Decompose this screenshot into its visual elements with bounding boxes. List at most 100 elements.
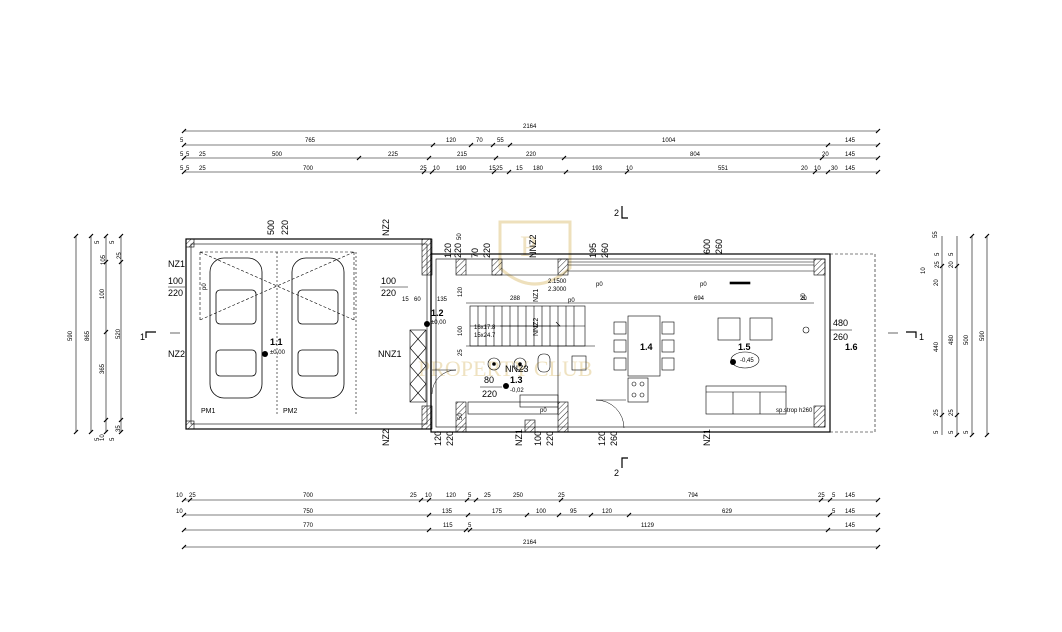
- svg-text:1.2: 1.2: [431, 308, 444, 318]
- svg-text:225: 225: [388, 152, 399, 158]
- room-1-5-marker: 1.5 -0,45: [730, 342, 754, 365]
- svg-text:220: 220: [526, 152, 537, 158]
- svg-text:10: 10: [626, 166, 633, 172]
- svg-text:5: 5: [468, 493, 472, 499]
- svg-text:55: 55: [497, 138, 504, 144]
- svg-text:100: 100: [536, 509, 547, 515]
- svg-text:700: 700: [303, 493, 314, 499]
- svg-text:25: 25: [199, 152, 206, 158]
- svg-text:20: 20: [801, 166, 808, 172]
- light-fixture: [802, 326, 810, 334]
- svg-text:175: 175: [492, 509, 503, 515]
- svg-text:5: 5: [949, 252, 955, 256]
- dim-top-row1: 5 765 120 70 55 1004 145: [180, 138, 856, 144]
- window-top-c-w: 195: [588, 243, 598, 258]
- svg-text:145: 145: [845, 493, 856, 499]
- window-top-c-h: 260: [600, 243, 610, 258]
- svg-text:215: 215: [457, 152, 468, 158]
- svg-text:750: 750: [303, 509, 314, 515]
- svg-text:500: 500: [964, 334, 970, 345]
- opening-nnz2-stair: NNZ2: [533, 318, 540, 336]
- svg-text:30: 30: [831, 166, 838, 172]
- stairs-dims-1: 16x17.8: [474, 325, 496, 331]
- window-top-a-w: 120: [443, 243, 453, 258]
- svg-text:35: 35: [116, 425, 122, 432]
- garage-door-width: 500: [266, 220, 276, 235]
- svg-text:5: 5: [934, 430, 940, 434]
- section-marker-1-left: 1: [140, 332, 145, 342]
- svg-text:520: 520: [116, 328, 122, 339]
- svg-text:5: 5: [180, 138, 184, 144]
- svg-text:5: 5: [180, 166, 184, 172]
- svg-text:1.3: 1.3: [510, 375, 523, 385]
- svg-text:1.5: 1.5: [738, 342, 751, 352]
- window-right-height: 260: [833, 332, 848, 342]
- svg-text:25: 25: [496, 166, 503, 172]
- dim-top-row3: 5 5 25 700 25 10 190 15 25 15 180 193 10…: [180, 166, 856, 172]
- car-1-icon: [209, 257, 263, 399]
- window-bot-b-h: 220: [545, 431, 555, 446]
- svg-text:1004: 1004: [662, 138, 676, 144]
- svg-text:5: 5: [186, 152, 190, 158]
- svg-text:10: 10: [176, 493, 183, 499]
- door-12-width: 100: [381, 276, 396, 286]
- svg-text:10: 10: [433, 166, 440, 172]
- room-1-2-marker: 1.2 ±0,00: [424, 308, 447, 327]
- svg-text:120: 120: [446, 493, 457, 499]
- opening-nz2-top-label: NZ2: [381, 219, 391, 236]
- dim-top-row2: 5 5 25 500 225 215 220 804 20 145: [180, 152, 856, 158]
- svg-text:25: 25: [949, 409, 955, 416]
- svg-text:10: 10: [814, 166, 821, 172]
- right-dimensions: [939, 233, 990, 438]
- section-markers: [145, 206, 917, 468]
- dim-20-right: 20: [800, 296, 807, 302]
- garage-overhang: [199, 251, 357, 414]
- svg-text:765: 765: [305, 138, 316, 144]
- svg-text:5: 5: [110, 437, 116, 441]
- svg-text:5: 5: [468, 523, 472, 529]
- svg-text:1129: 1129: [641, 523, 655, 529]
- outer-walls: [185, 238, 876, 433]
- svg-text:590: 590: [980, 330, 986, 341]
- dim-left-labels: 5 5 105 25 100 520 365 865 590 10 35 5 5: [68, 240, 123, 441]
- svg-text:590: 590: [68, 330, 74, 341]
- svg-text:20: 20: [934, 279, 940, 286]
- parking-label-pm2: PM2: [283, 408, 298, 415]
- svg-text:180: 180: [533, 166, 544, 172]
- svg-text:5: 5: [935, 252, 941, 256]
- opening-nnz1-label: NNZ1: [378, 349, 402, 359]
- svg-text:5: 5: [95, 240, 101, 244]
- svg-text:190: 190: [456, 166, 467, 172]
- svg-text:135: 135: [442, 509, 453, 515]
- svg-text:P: P: [520, 230, 537, 263]
- svg-text:25: 25: [484, 493, 491, 499]
- window-top-d-w: 600: [702, 239, 712, 254]
- svg-text:770: 770: [303, 523, 314, 529]
- svg-text:15: 15: [516, 166, 523, 172]
- window-top-50: 50: [457, 233, 463, 240]
- svg-text:5: 5: [949, 430, 955, 434]
- svg-text:5: 5: [180, 152, 184, 158]
- watermark-text: PROPERTY CLUB: [418, 356, 593, 381]
- dim-288: 288: [510, 296, 521, 302]
- opening-nz1-stair: NZ1: [533, 289, 540, 302]
- svg-text:145: 145: [845, 166, 856, 172]
- bathroom-fixtures: [466, 345, 595, 415]
- svg-text:55: 55: [933, 231, 939, 238]
- opening-nz-bot-b: NZ1: [702, 429, 712, 446]
- svg-text:551: 551: [718, 166, 729, 172]
- window-right-width: 480: [833, 318, 848, 328]
- section-marker-2-bottom: 2: [614, 468, 619, 478]
- svg-text:700: 700: [303, 166, 314, 172]
- svg-text:115: 115: [443, 523, 453, 529]
- svg-text:±0,00: ±0,00: [431, 320, 447, 326]
- window-top-b-h: 220: [482, 243, 492, 258]
- door-swing-entry: [431, 369, 457, 395]
- svg-text:250: 250: [513, 493, 524, 499]
- dim-top-overall: 2164: [523, 124, 537, 130]
- bottom-dim-ticks: [181, 497, 881, 550]
- svg-text:25: 25: [818, 493, 825, 499]
- dim-135: 135: [437, 297, 448, 303]
- parking-label-pm1: PM1: [201, 408, 216, 415]
- svg-text:804: 804: [690, 152, 701, 158]
